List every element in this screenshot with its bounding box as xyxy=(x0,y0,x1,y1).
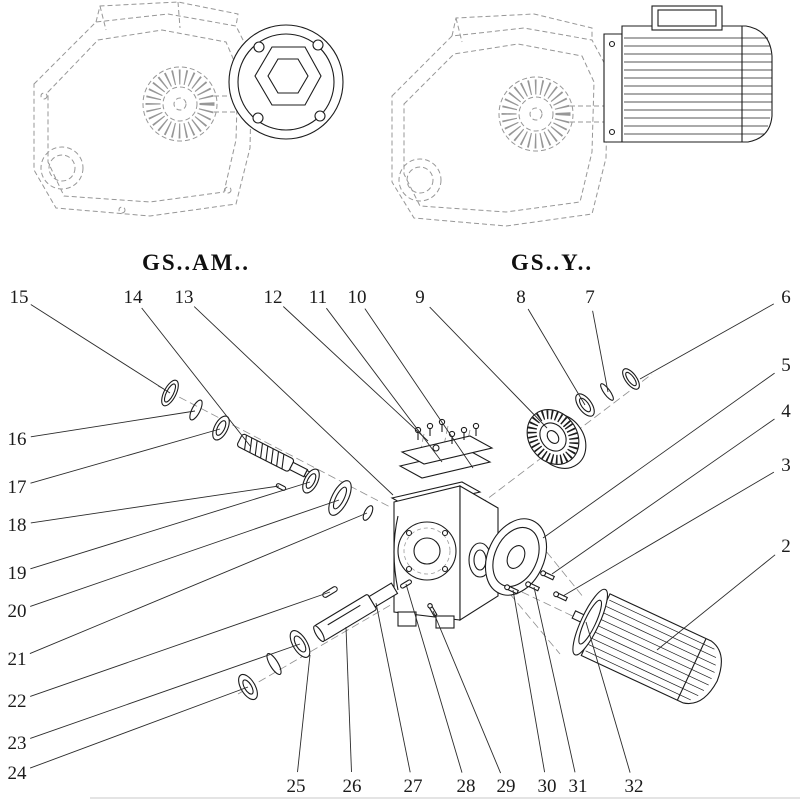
callout-number-32: 32 xyxy=(625,776,644,797)
callout-number-18: 18 xyxy=(8,515,27,536)
callout-leader-13 xyxy=(193,306,394,496)
callout-leader-20 xyxy=(30,499,340,607)
gear-teeth-hatch xyxy=(527,410,579,464)
flange-screws xyxy=(427,570,569,617)
callout-leader-15 xyxy=(30,304,171,394)
callout-number-29: 29 xyxy=(497,776,516,797)
input-shaft-parts xyxy=(161,379,374,521)
callout-leader-31 xyxy=(533,586,576,773)
callout-number-27: 27 xyxy=(404,776,423,797)
callout-leader-28 xyxy=(405,583,463,773)
gs-y-gearbox-ghost-drawing xyxy=(391,13,612,227)
callout-number-3: 3 xyxy=(781,455,791,476)
callout-leader-3 xyxy=(562,471,775,597)
callout-number-22: 22 xyxy=(8,691,27,712)
callout-leader-2 xyxy=(656,554,776,651)
callout-number-9: 9 xyxy=(415,287,425,308)
callout-leader-5 xyxy=(542,372,775,539)
callout-leader-26 xyxy=(345,626,352,773)
gs-am-gearbox-ghost-drawing xyxy=(33,1,254,217)
callout-leader-25 xyxy=(297,654,311,773)
callout-number-19: 19 xyxy=(8,563,27,584)
callout-leader-10 xyxy=(364,308,474,469)
callout-number-26: 26 xyxy=(343,776,362,797)
callout-number-21: 21 xyxy=(8,649,27,670)
callout-number-12: 12 xyxy=(264,287,283,308)
callout-number-5: 5 xyxy=(781,355,791,376)
callout-leader-11 xyxy=(326,307,443,463)
callout-number-31: 31 xyxy=(569,776,588,797)
callout-leader-7 xyxy=(592,310,609,393)
callout-number-28: 28 xyxy=(457,776,476,797)
callout-leader-12 xyxy=(282,306,429,442)
gs-y-motor-drawing xyxy=(603,5,773,143)
exploded-housing xyxy=(390,481,499,629)
output-shaft xyxy=(313,582,399,643)
callout-number-16: 16 xyxy=(8,429,27,450)
callout-number-23: 23 xyxy=(8,733,27,754)
callout-number-14: 14 xyxy=(124,287,144,308)
worm-wheel-hatch xyxy=(501,79,571,149)
callout-leader-19 xyxy=(30,481,311,570)
variant-gs-am-label: GS..AM.. xyxy=(142,250,250,275)
callout-number-11: 11 xyxy=(309,287,327,308)
callout-number-20: 20 xyxy=(8,601,27,622)
callout-number-4: 4 xyxy=(781,401,791,422)
callout-leader-14 xyxy=(141,307,252,448)
callout-leader-29 xyxy=(432,610,502,774)
callout-number-7: 7 xyxy=(585,287,595,308)
callout-number-15: 15 xyxy=(10,287,29,308)
callout-number-6: 6 xyxy=(781,287,791,308)
callout-number-30: 30 xyxy=(538,776,557,797)
callout-leader-4 xyxy=(551,418,775,575)
callout-leader-21 xyxy=(29,512,368,655)
callout-leader-16 xyxy=(30,410,196,438)
gs-am-output-flange-drawing xyxy=(228,24,344,140)
callout-leader-23 xyxy=(30,643,301,739)
callout-number-10: 10 xyxy=(348,287,367,308)
variant-gs-y-label: GS..Y.. xyxy=(511,250,593,275)
callout-leader-6 xyxy=(639,303,775,380)
callout-number-24: 24 xyxy=(8,763,28,784)
callout-leader-18 xyxy=(30,485,280,524)
callout-leader-27 xyxy=(375,602,411,773)
callout-leader-8 xyxy=(527,308,586,406)
callout-leader-24 xyxy=(29,686,249,769)
exploded-view-drawing: 1514131211109876543216171819202122232425… xyxy=(8,287,792,797)
callout-leader-9 xyxy=(429,306,548,429)
callout-number-17: 17 xyxy=(8,477,27,498)
callout-leader-17 xyxy=(30,428,221,484)
callout-leader-22 xyxy=(30,591,331,697)
callout-leader-32 xyxy=(585,621,631,773)
output-shaft-parts xyxy=(238,579,412,701)
callout-number-8: 8 xyxy=(516,287,526,308)
callout-number-13: 13 xyxy=(175,287,194,308)
exploded-motor xyxy=(571,588,722,705)
callout-number-2: 2 xyxy=(781,536,791,557)
callout-leader-30 xyxy=(512,589,546,773)
gear-and-bearing-parts xyxy=(526,368,640,469)
worm-wheel-hatch xyxy=(145,69,215,139)
callout-number-25: 25 xyxy=(287,776,306,797)
output-flange-parts xyxy=(427,518,569,617)
